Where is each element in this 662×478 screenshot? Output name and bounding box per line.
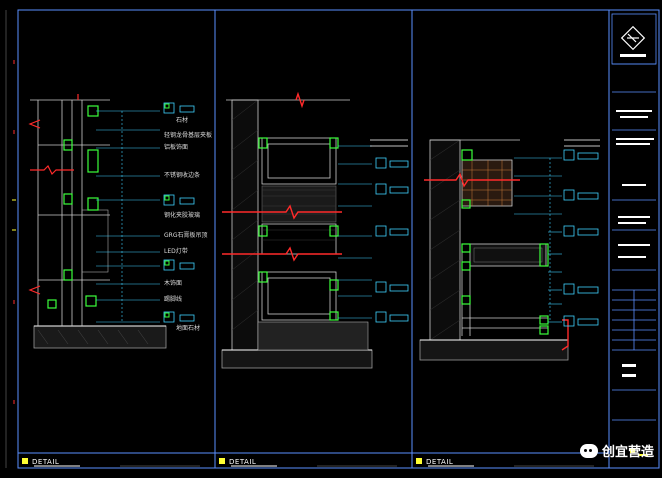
company-logo: [620, 25, 646, 57]
annotation-label: 木饰面: [164, 280, 183, 287]
annotation-label: LED灯带: [164, 248, 188, 255]
title-block-markers: [630, 448, 648, 456]
annotation-label: 轻钢龙骨基层夹板: [164, 132, 213, 139]
watermark-text: 创宜营造: [601, 445, 654, 460]
detail-caption-2: DETAIL: [229, 458, 257, 466]
drawing-frame: [5, 9, 660, 469]
annotation-label: 不锈钢收边条: [164, 172, 201, 179]
wechat-watermark: 创宜营造: [579, 441, 654, 460]
title-block-text: [616, 110, 654, 377]
annotation-label: 钢化夹胶玻璃: [164, 212, 201, 219]
title-block: [611, 13, 657, 421]
detail-panel-3[interactable]: [419, 139, 600, 361]
detail-panel-1[interactable]: [28, 94, 195, 349]
detail-caption-3: DETAIL: [426, 458, 454, 466]
detail-panel-2[interactable]: [221, 91, 409, 369]
annotation-label: 石材: [176, 117, 189, 124]
annotation-label: GRG石膏板吊顶: [164, 232, 208, 239]
annotation-label: 铝板饰面: [164, 144, 189, 151]
caption-markers: [22, 458, 422, 464]
detail-caption-1: DETAIL: [32, 458, 60, 466]
annotation-label: 地面石材: [176, 325, 201, 332]
margin-ticks: [12, 199, 16, 231]
annotation-label: 踢脚线: [164, 296, 183, 303]
wechat-icon: [579, 443, 598, 458]
